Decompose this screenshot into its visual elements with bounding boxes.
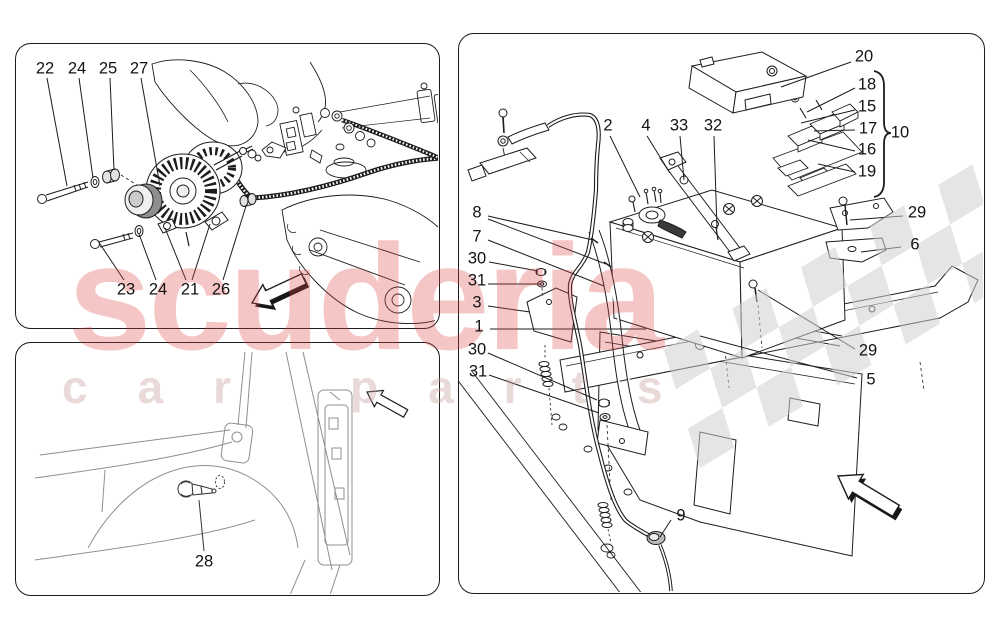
callout-7: 7	[472, 227, 482, 246]
callout-9: 9	[676, 506, 686, 525]
callout-31b: 31	[468, 362, 488, 381]
callout-18: 18	[857, 75, 877, 94]
callout-26: 26	[211, 280, 231, 299]
callout-2: 2	[603, 116, 613, 135]
callout-22: 22	[35, 59, 55, 78]
callout-30: 30	[467, 249, 487, 268]
callout-30b: 30	[467, 340, 487, 359]
callout-3: 3	[472, 293, 482, 312]
callout-25: 25	[98, 59, 118, 78]
callout-10: 10	[890, 123, 910, 142]
callout-20: 20	[854, 47, 874, 66]
callout-33: 33	[669, 116, 689, 135]
callout-32: 32	[703, 116, 723, 135]
callout-24b: 24	[148, 280, 168, 299]
callout-21: 21	[180, 280, 200, 299]
callout-28: 28	[194, 552, 214, 571]
callout-23: 23	[116, 280, 136, 299]
callout-1: 1	[474, 317, 484, 336]
callout-17: 17	[858, 119, 878, 138]
callout-5: 5	[866, 370, 876, 389]
callout-29: 29	[907, 203, 927, 222]
callout-6: 6	[910, 235, 920, 254]
panel-body-location	[15, 342, 440, 596]
callout-27: 27	[129, 59, 149, 78]
callout-8: 8	[472, 203, 482, 222]
callout-4: 4	[641, 116, 651, 135]
callout-29b: 29	[858, 341, 878, 360]
callout-19: 19	[857, 162, 877, 181]
callout-15: 15	[857, 97, 877, 116]
callout-31: 31	[467, 271, 487, 290]
callout-24: 24	[67, 59, 87, 78]
callout-16: 16	[857, 140, 877, 159]
